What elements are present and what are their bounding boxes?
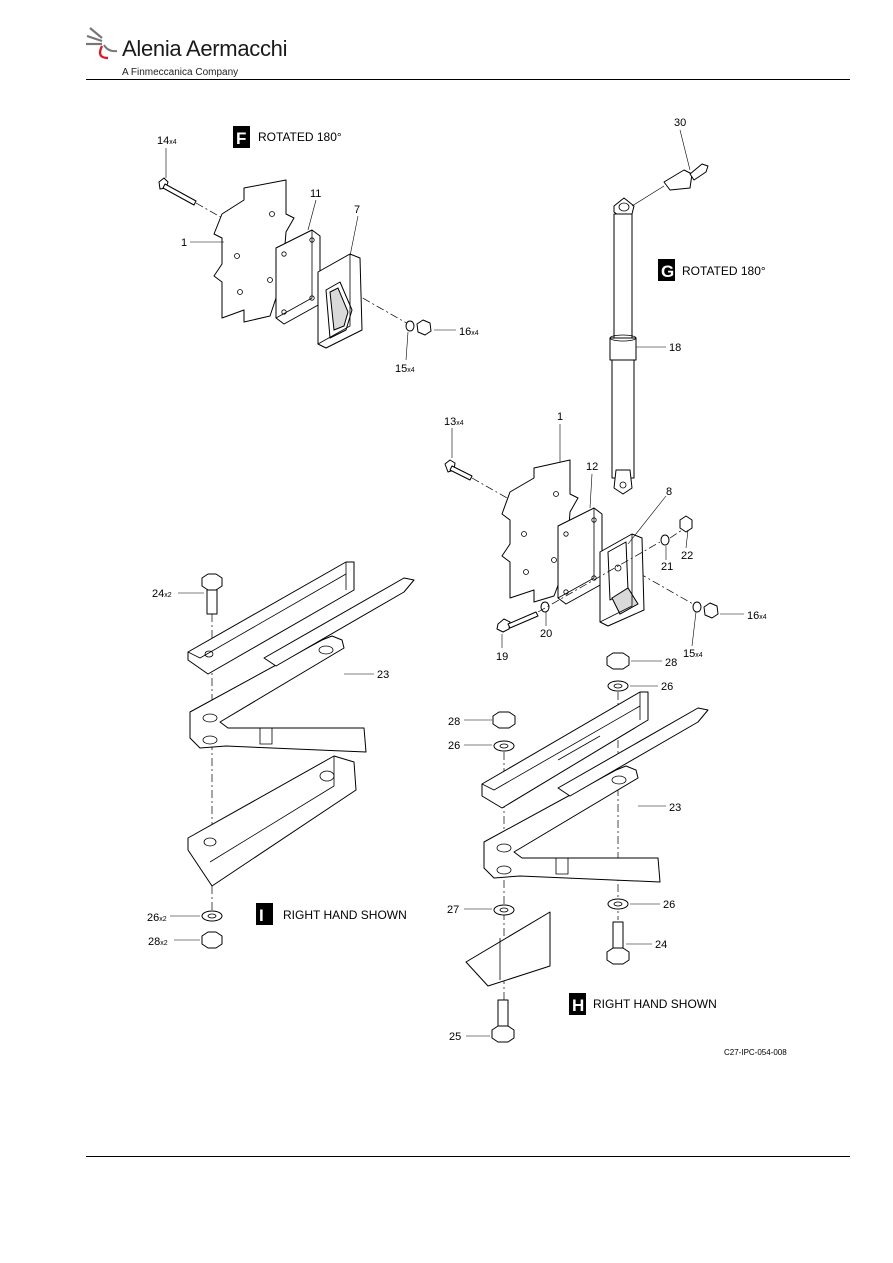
callout-18: 18 bbox=[669, 342, 681, 354]
callout-1b: 1 bbox=[557, 411, 563, 423]
figure-id: C27-IPC-054-008 bbox=[724, 1048, 787, 1057]
svg-text:H: H bbox=[572, 996, 584, 1015]
bolt-19-icon bbox=[496, 611, 539, 633]
strap-23b-icon bbox=[483, 765, 661, 883]
callout-19: 19 bbox=[496, 651, 508, 663]
washer-26c-icon bbox=[493, 740, 515, 752]
callout-16b: 16x4 bbox=[747, 610, 767, 622]
bolt-14-icon bbox=[158, 177, 197, 206]
callout-14: 14x4 bbox=[157, 135, 177, 147]
callout-labels: 14x4 1 11 7 16x4 15x4 30 18 13x4 1 12 8 … bbox=[147, 117, 767, 1043]
washer-15-icon bbox=[405, 320, 415, 332]
nut-28c-icon bbox=[492, 711, 516, 729]
washer-27-icon bbox=[493, 904, 515, 916]
callout-12: 12 bbox=[586, 461, 598, 473]
nut-16-icon bbox=[416, 319, 432, 336]
actuator-rod-18-icon bbox=[609, 185, 665, 495]
footer-divider bbox=[86, 1156, 850, 1157]
callout-26b: 26 bbox=[661, 681, 673, 693]
washer-26-icon bbox=[201, 910, 223, 922]
bolt-24b-icon bbox=[606, 921, 630, 965]
nut-22-icon bbox=[679, 515, 693, 533]
nut-16b-icon bbox=[703, 602, 719, 619]
view-g-assembly bbox=[444, 129, 719, 633]
callout-15b: 15x4 bbox=[683, 648, 703, 660]
callout-22: 22 bbox=[681, 550, 693, 562]
view-h-assembly bbox=[465, 652, 709, 1043]
bolt-25-icon bbox=[491, 999, 515, 1043]
fitting-30-icon bbox=[663, 129, 709, 191]
svg-text:ROTATED 180°: ROTATED 180° bbox=[682, 264, 766, 278]
callout-13: 13x4 bbox=[444, 416, 464, 428]
callout-21: 21 bbox=[661, 561, 673, 573]
callout-1: 1 bbox=[181, 237, 187, 249]
bolt-24-icon bbox=[201, 573, 223, 615]
svg-text:RIGHT HAND SHOWN: RIGHT HAND SHOWN bbox=[283, 908, 407, 922]
svg-text:F: F bbox=[236, 129, 246, 148]
callout-26: 26x2 bbox=[147, 912, 167, 924]
leader-lines bbox=[165, 148, 744, 1037]
callout-23: 23 bbox=[377, 669, 389, 681]
callout-24: 24x2 bbox=[152, 588, 172, 600]
view-f-title: F ROTATED 180° bbox=[233, 126, 342, 148]
view-i-assembly bbox=[187, 561, 415, 949]
callout-26d: 26 bbox=[663, 899, 675, 911]
view-h-title: H RIGHT HAND SHOWN bbox=[569, 993, 717, 1015]
callout-28b: 28 bbox=[665, 657, 677, 669]
callout-26c: 26 bbox=[448, 740, 460, 752]
logo-swoosh-icon bbox=[86, 27, 118, 60]
bolt-13-icon bbox=[444, 459, 473, 481]
company-logo: Alenia Aermacchi A Finmeccanica Company bbox=[86, 22, 288, 80]
page-header: Alenia Aermacchi A Finmeccanica Company bbox=[0, 0, 893, 82]
view-g-title: G ROTATED 180° bbox=[658, 259, 766, 281]
callout-28: 28x2 bbox=[148, 936, 168, 948]
nut-28b-icon bbox=[606, 652, 630, 670]
washer-26b-icon bbox=[607, 680, 629, 692]
callout-24b: 24 bbox=[655, 939, 667, 951]
callout-27: 27 bbox=[447, 904, 459, 916]
brand-name: Alenia Aermacchi bbox=[122, 36, 288, 61]
svg-text:G: G bbox=[661, 262, 674, 281]
callout-20: 20 bbox=[540, 628, 552, 640]
washer-15b-icon bbox=[692, 601, 702, 613]
washer-26d-icon bbox=[607, 898, 629, 910]
view-i-title: I RIGHT HAND SHOWN bbox=[256, 903, 407, 925]
svg-text:I: I bbox=[259, 906, 264, 925]
svg-text:ROTATED 180°: ROTATED 180° bbox=[258, 130, 342, 144]
callout-23b: 23 bbox=[669, 802, 681, 814]
strap-23-icon bbox=[189, 635, 367, 753]
callout-15: 15x4 bbox=[395, 363, 415, 375]
callout-7: 7 bbox=[354, 204, 360, 216]
callout-16: 16x4 bbox=[459, 326, 479, 338]
header-divider bbox=[86, 79, 850, 80]
callout-25: 25 bbox=[449, 1031, 461, 1043]
callout-11: 11 bbox=[310, 188, 321, 200]
view-f-assembly bbox=[158, 177, 432, 349]
callout-28c: 28 bbox=[448, 716, 460, 728]
nut-28-icon bbox=[201, 931, 223, 949]
callout-8: 8 bbox=[666, 486, 672, 498]
callout-30: 30 bbox=[674, 117, 686, 129]
spacer-12-icon bbox=[557, 507, 603, 605]
washer-20-icon bbox=[540, 601, 550, 613]
brand-tagline: A Finmeccanica Company bbox=[122, 67, 239, 78]
washer-21-icon bbox=[660, 534, 670, 546]
svg-text:RIGHT HAND SHOWN: RIGHT HAND SHOWN bbox=[593, 997, 717, 1011]
